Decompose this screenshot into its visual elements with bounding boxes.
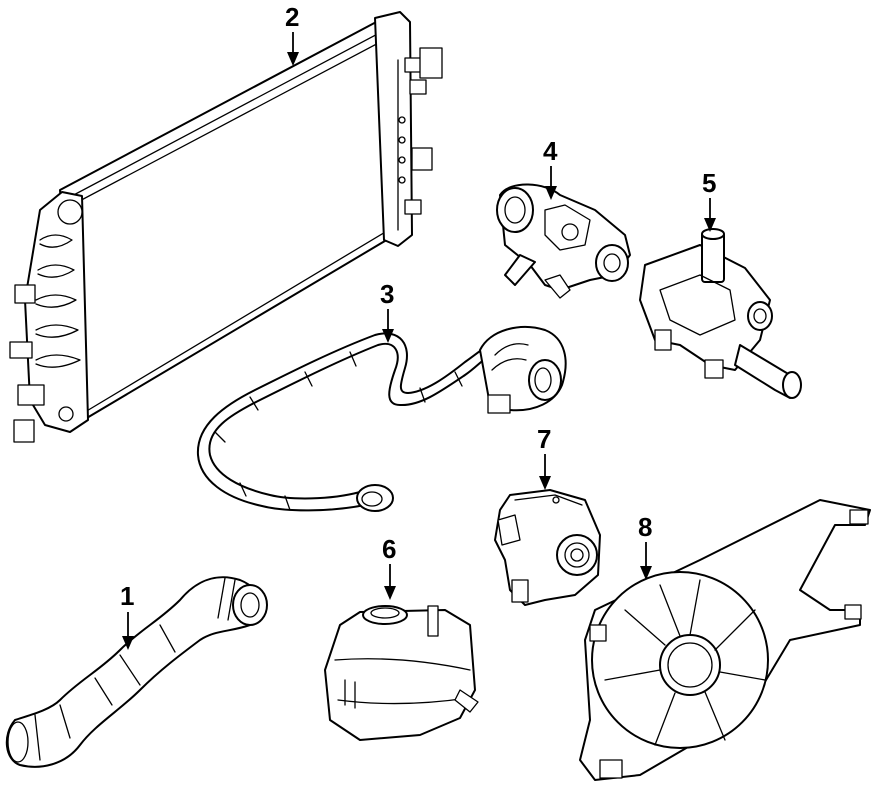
coolant-reservoir-part[interactable] [324, 605, 479, 741]
callout-number-2: 2 [285, 2, 299, 32]
radiator-right-tank-tabs [398, 47, 443, 215]
callout-number-1: 1 [120, 581, 134, 611]
callout-2: 2 [285, 2, 299, 66]
callout-number-4: 4 [543, 136, 558, 166]
radiator-left-tank-details [9, 199, 83, 443]
callout-number-7: 7 [537, 424, 551, 454]
callout-number-6: 6 [382, 534, 396, 564]
callout-8: 8 [638, 512, 652, 580]
upper-hose-part[interactable] [196, 325, 567, 512]
water-pump-part[interactable] [494, 489, 601, 606]
coolant-outlet-housing-part[interactable] [639, 228, 802, 399]
callout-number-3: 3 [380, 279, 394, 309]
fan-shroud-part[interactable] [579, 499, 871, 781]
callout-number-5: 5 [702, 168, 716, 198]
fan-blades [604, 579, 766, 746]
radiator-core-fins [67, 29, 393, 416]
thermostat-housing-part[interactable] [496, 183, 631, 299]
lower-hose-part[interactable] [5, 576, 268, 768]
lower-hose-bands [34, 577, 236, 761]
radiator-part[interactable] [9, 11, 443, 443]
callout-4: 4 [543, 136, 558, 200]
callout-5: 5 [702, 168, 716, 232]
callout-6: 6 [382, 534, 396, 600]
upper-hose-bands [214, 351, 463, 511]
callout-7: 7 [537, 424, 551, 490]
callout-3: 3 [380, 279, 394, 343]
callout-number-8: 8 [638, 512, 652, 542]
callout-1: 1 [120, 581, 134, 650]
